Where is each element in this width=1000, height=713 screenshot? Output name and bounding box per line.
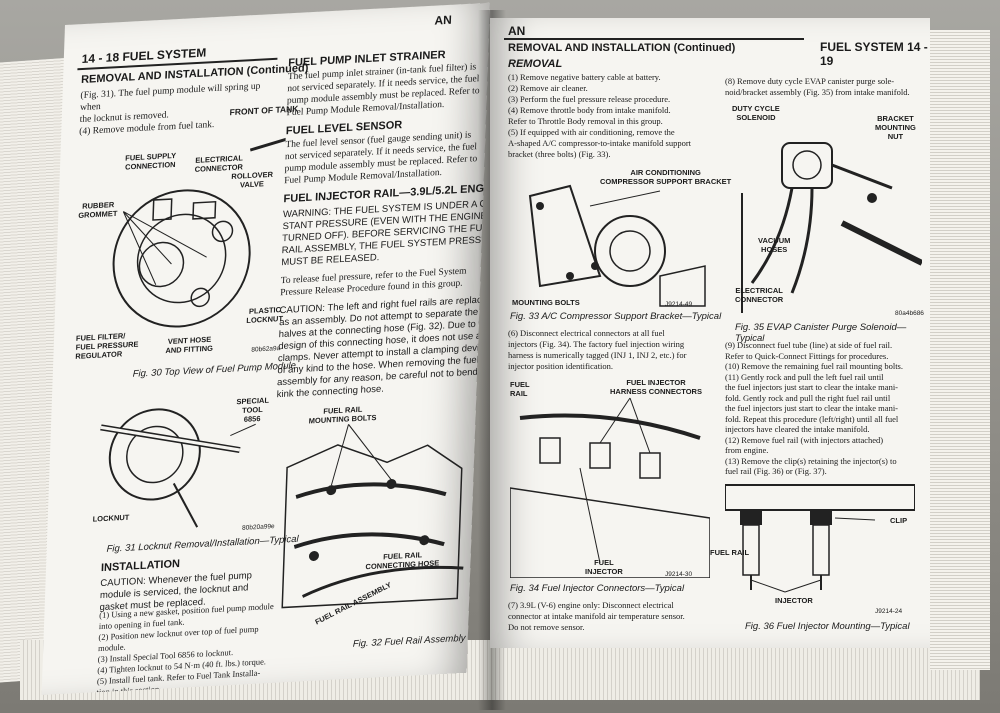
text-line: the fuel injectors just start to clear t… <box>725 403 899 413</box>
installation-steps: (1) Using a new gasket, position fuel pu… <box>96 601 279 695</box>
ac-bracket-diagram <box>528 184 706 307</box>
label-fuel-rail-mounting-bolts: FUEL RAIL MOUNTING BOLTS <box>308 404 377 426</box>
figure-code: J9214-49 <box>665 301 693 308</box>
fuel-rail-warning: WARNING: THE FUEL SYSTEM IS UNDER A CON-… <box>281 198 490 269</box>
fuel-rail-assembly-diagram <box>281 424 464 609</box>
label-injector: INJECTOR <box>775 596 813 605</box>
text-line: (12) Remove fuel rail (with injectors at… <box>725 434 884 445</box>
steps-9-13: (9) Disconnect fuel tube (line) at side … <box>725 340 925 477</box>
text-line: the fuel injectors just start to clear t… <box>725 382 899 392</box>
step6-text: (6) Disconnect electrical connectors at … <box>508 328 713 372</box>
label-fuel-filter-regulator: FUEL FILTER/ FUEL PRESSURE REGULATOR <box>75 331 139 361</box>
label-fuel-supply-connection: FUEL SUPPLY CONNECTION <box>124 150 177 172</box>
label-duty-cycle-solenoid: DUTY CYCLE SOLENOID <box>732 104 780 122</box>
text-line: Refer to Quick-Connect Fittings for proc… <box>725 350 889 361</box>
fuel-pump-module-diagram <box>112 136 287 328</box>
label-fuel-injector-harness: FUEL INJECTOR HARNESS CONNECTORS <box>610 378 702 396</box>
locknut-removal-diagram <box>100 408 256 528</box>
text-line: (5) If equipped with air conditioning, r… <box>508 127 675 137</box>
text-line: (7) 3.9L (V-6) engine only: Disconnect e… <box>508 600 674 610</box>
fuel-injector-connectors-diagram <box>510 397 710 578</box>
fig33-caption: Fig. 33 A/C Compressor Support Bracket—T… <box>510 311 722 322</box>
fuel-injector-mounting-diagram <box>725 484 915 593</box>
text-line: fuel rail (Fig. 36) or (Fig. 37). <box>725 466 827 476</box>
release-text: To release fuel pressure, refer to the F… <box>280 265 481 299</box>
text-line: harness is numerically tagged (INJ 1, IN… <box>508 350 687 360</box>
evap-purge-solenoid-diagram <box>741 142 922 313</box>
fig31-caption: Fig. 31 Locknut Removal/Installation—Typ… <box>106 533 299 555</box>
text-line: noid/bracket assembly (Fig. 35) from int… <box>725 87 910 97</box>
label-fuel-injector: FUEL INJECTOR <box>585 558 623 576</box>
text-line: (3) Perform the fuel pressure release pr… <box>508 94 671 104</box>
right-page: AN FUEL SYSTEM 14 - 19 REMOVAL AND INSTA… <box>490 18 930 648</box>
label-special-tool: SPECIAL TOOL 6856 <box>236 395 270 424</box>
strainer-text: The fuel pump inlet strainer (in-tank fu… <box>286 61 488 119</box>
right-page-header-left: AN <box>508 24 526 38</box>
text-line: (6) Disconnect electrical connectors at … <box>508 328 665 338</box>
text-line: fold. Repeat this procedure (left/right)… <box>725 413 899 424</box>
label-electrical-connector-35: ELECTRICAL CONNECTOR <box>735 286 784 304</box>
step7-text: (7) 3.9L (V-6) engine only: Disconnect e… <box>508 600 713 633</box>
label-ac-bracket: AIR CONDITIONING COMPRESSOR SUPPORT BRAC… <box>600 168 732 186</box>
text-line: Do not remove sensor. <box>508 622 585 632</box>
text-line: (1) Remove negative battery cable at bat… <box>508 72 661 82</box>
text-line: from engine. <box>725 445 769 455</box>
removal-heading: REMOVAL <box>508 58 563 70</box>
text-line: (10) Remove the remaining fuel rail moun… <box>725 361 903 371</box>
text-line: A-shaped A/C compressor-to-intake manifo… <box>508 138 692 148</box>
text-line: fold. Gently rock and pull the right fue… <box>725 392 891 403</box>
sensor-text: The fuel level sensor (fuel gauge sendin… <box>284 129 486 187</box>
text-line: injectors have cleared the intake manifo… <box>725 424 870 434</box>
right-page-header: FUEL SYSTEM 14 - 19 <box>820 40 928 68</box>
left-page-header-right: AN <box>434 12 453 28</box>
figure-code: 80b20a99e <box>241 523 275 532</box>
label-plastic-locknut: PLASTIC LOCKNUT <box>246 305 284 325</box>
right-section-title: REMOVAL AND INSTALLATION (Continued) <box>508 42 736 54</box>
fig32-caption: Fig. 32 Fuel Rail Assembly <box>352 632 466 650</box>
text-line: (11) Gently rock and pull the left fuel … <box>725 371 884 382</box>
figure-code: J9214-24 <box>875 608 903 615</box>
figure-code: J9214-30 <box>665 571 693 578</box>
page-stack-right <box>930 30 990 670</box>
text-line: injectors (Fig. 34). The factory fuel in… <box>508 339 685 349</box>
label-vacuum-hoses: VACUUM HOSES <box>758 236 791 254</box>
step8-text: (8) Remove duty cycle EVAP canister purg… <box>725 76 925 98</box>
installation-heading: INSTALLATION <box>100 557 181 575</box>
fuel-rail-caution: CAUTION: The left and right fuel rails a… <box>276 294 490 401</box>
fig35-caption: Fig. 35 EVAP Canister Purge Solenoid—Typ… <box>735 322 907 344</box>
text-line: connector at intake manifold air tempera… <box>508 611 685 621</box>
left-page: 14 - 18 FUEL SYSTEM AN REMOVAL AND INSTA… <box>41 2 490 696</box>
text-line: injector position identification. <box>508 361 614 371</box>
fig36-caption: Fig. 36 Fuel Injector Mounting—Typical <box>745 621 910 632</box>
text-line: (13) Remove the clip(s) retaining the in… <box>725 455 897 466</box>
text-line: Refer to Throttle Body removal in this g… <box>508 116 663 126</box>
label-clip: CLIP <box>890 516 908 525</box>
label-fuel-rail-36: FUEL RAIL <box>710 548 750 557</box>
text-line: bracket (three bolts) (Fig. 33). <box>508 149 611 159</box>
removal-steps: (1) Remove negative battery cable at bat… <box>508 72 713 160</box>
label-rubber-grommet: RUBBER GROMMET <box>78 200 118 220</box>
label-rollover-valve: ROLLOVER VALVE <box>231 169 274 190</box>
text-line: (2) Remove air cleaner. <box>508 83 588 93</box>
label-fuel-rail: FUEL RAIL <box>510 380 530 398</box>
text-line: (8) Remove duty cycle EVAP canister purg… <box>725 76 895 86</box>
label-bracket-mounting-nut: BRACKET MOUNTING NUT <box>875 114 916 141</box>
text-line: (9) Disconnect fuel tube (line) at side … <box>725 340 893 350</box>
right-header-rule <box>504 38 804 40</box>
figure-code: 80a4b686 <box>895 310 924 317</box>
label-mounting-bolts: MOUNTING BOLTS <box>512 298 580 307</box>
label-vent-hose: VENT HOSE AND FITTING <box>165 334 214 356</box>
text-line: (4) Remove throttle body from intake man… <box>508 105 671 115</box>
fig34-caption: Fig. 34 Fuel Injector Connectors—Typical <box>510 583 685 594</box>
